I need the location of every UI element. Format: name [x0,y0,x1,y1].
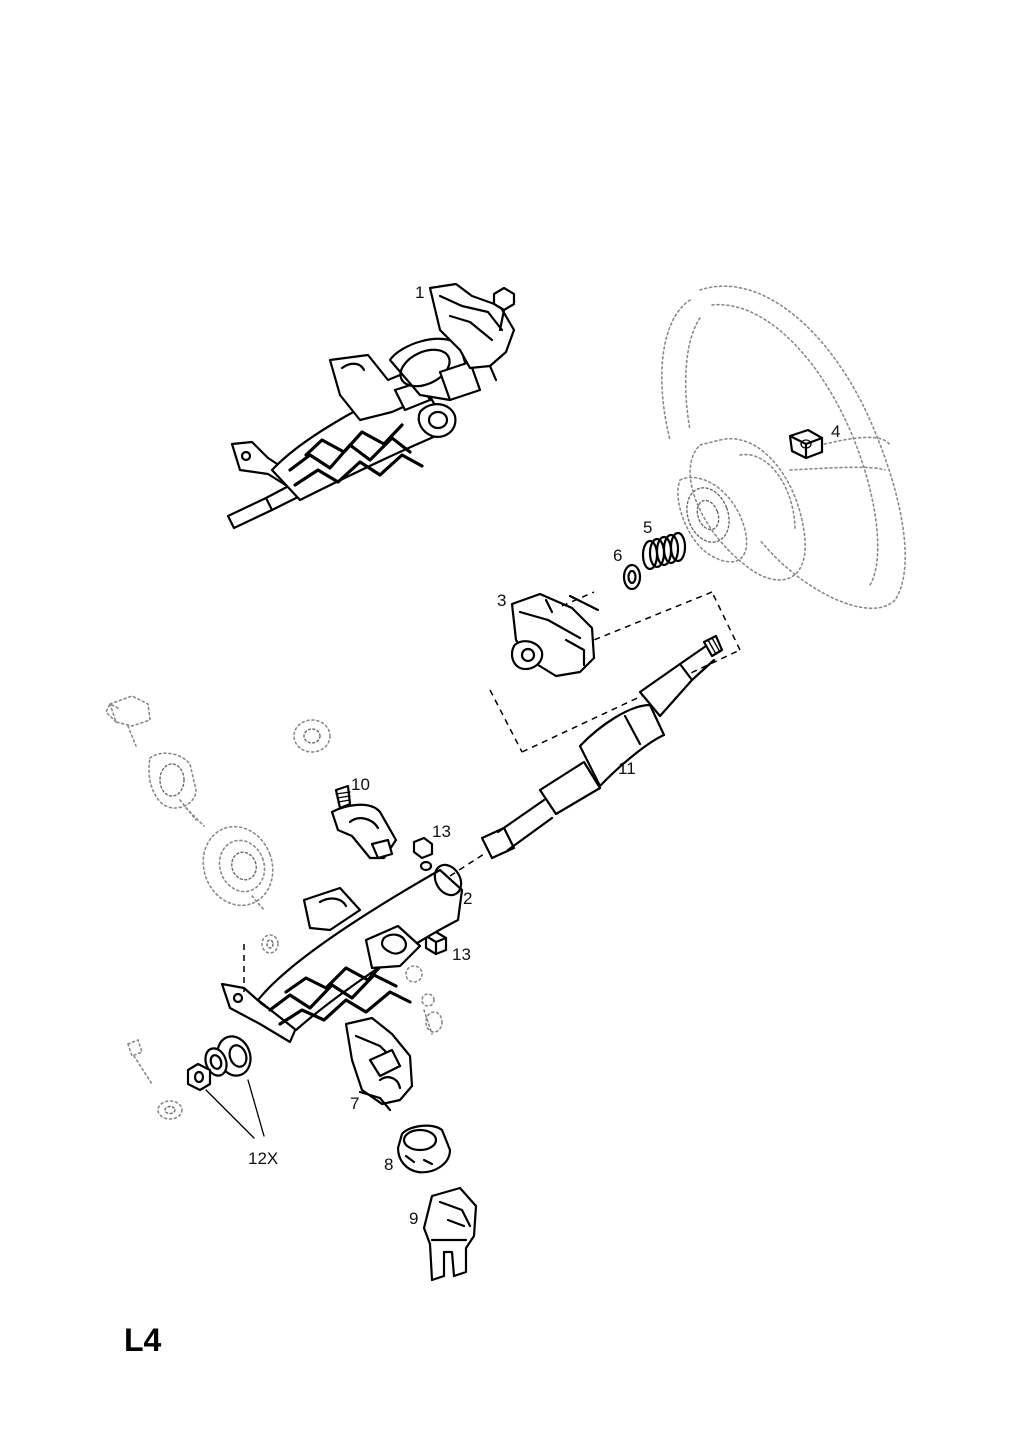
part-2-column-tube [220,863,464,1044]
part-9-lower-yoke [422,1186,478,1282]
leader-12x-left [205,1089,255,1139]
callout-3: 3 [497,591,507,610]
part-12x-bearings [186,1035,252,1092]
callout-2: 2 [463,889,473,908]
dotted-lock-cylinder [105,695,205,827]
callout-10: 10 [351,775,370,794]
page-code: L4 [124,1322,162,1358]
callout-1: 1 [415,283,425,302]
dotted-ring-upper [293,719,331,753]
callout-13-upper: 13 [432,822,451,841]
callout-9: 9 [409,1209,419,1228]
callout-7: 7 [350,1094,360,1113]
dotted-bolt-right [405,965,443,1035]
leader-12x-right [247,1079,265,1137]
callout-13-lower: 13 [452,945,471,964]
dotted-bolt-left [127,1038,183,1120]
part-7-universal-joint [344,1016,414,1112]
assembly-line-column-shaft [449,853,485,877]
part-6-washer [622,563,642,591]
callout-12x: 12X [248,1149,279,1168]
callout-11: 11 [618,759,636,778]
part-10-clamp [330,784,398,860]
callout-4: 4 [831,422,841,441]
dotted-small-nut-left [261,934,279,954]
callout-6: 6 [613,546,623,565]
part-3-switch-housing [510,592,600,678]
assembly-line-upper [561,591,595,607]
callout-8: 8 [384,1155,394,1174]
callout-5: 5 [643,518,653,537]
part-8-coupling [396,1124,452,1174]
part-13-nut-upper [412,836,434,872]
group-bracket-3-11 [489,591,741,753]
part-11-steering-shaft [480,634,724,860]
part-4-nut [788,428,824,460]
steering-wheel [661,285,906,610]
part-1-column-assembly [226,282,516,530]
part-5-spring [641,531,687,571]
dotted-disc [202,825,274,911]
